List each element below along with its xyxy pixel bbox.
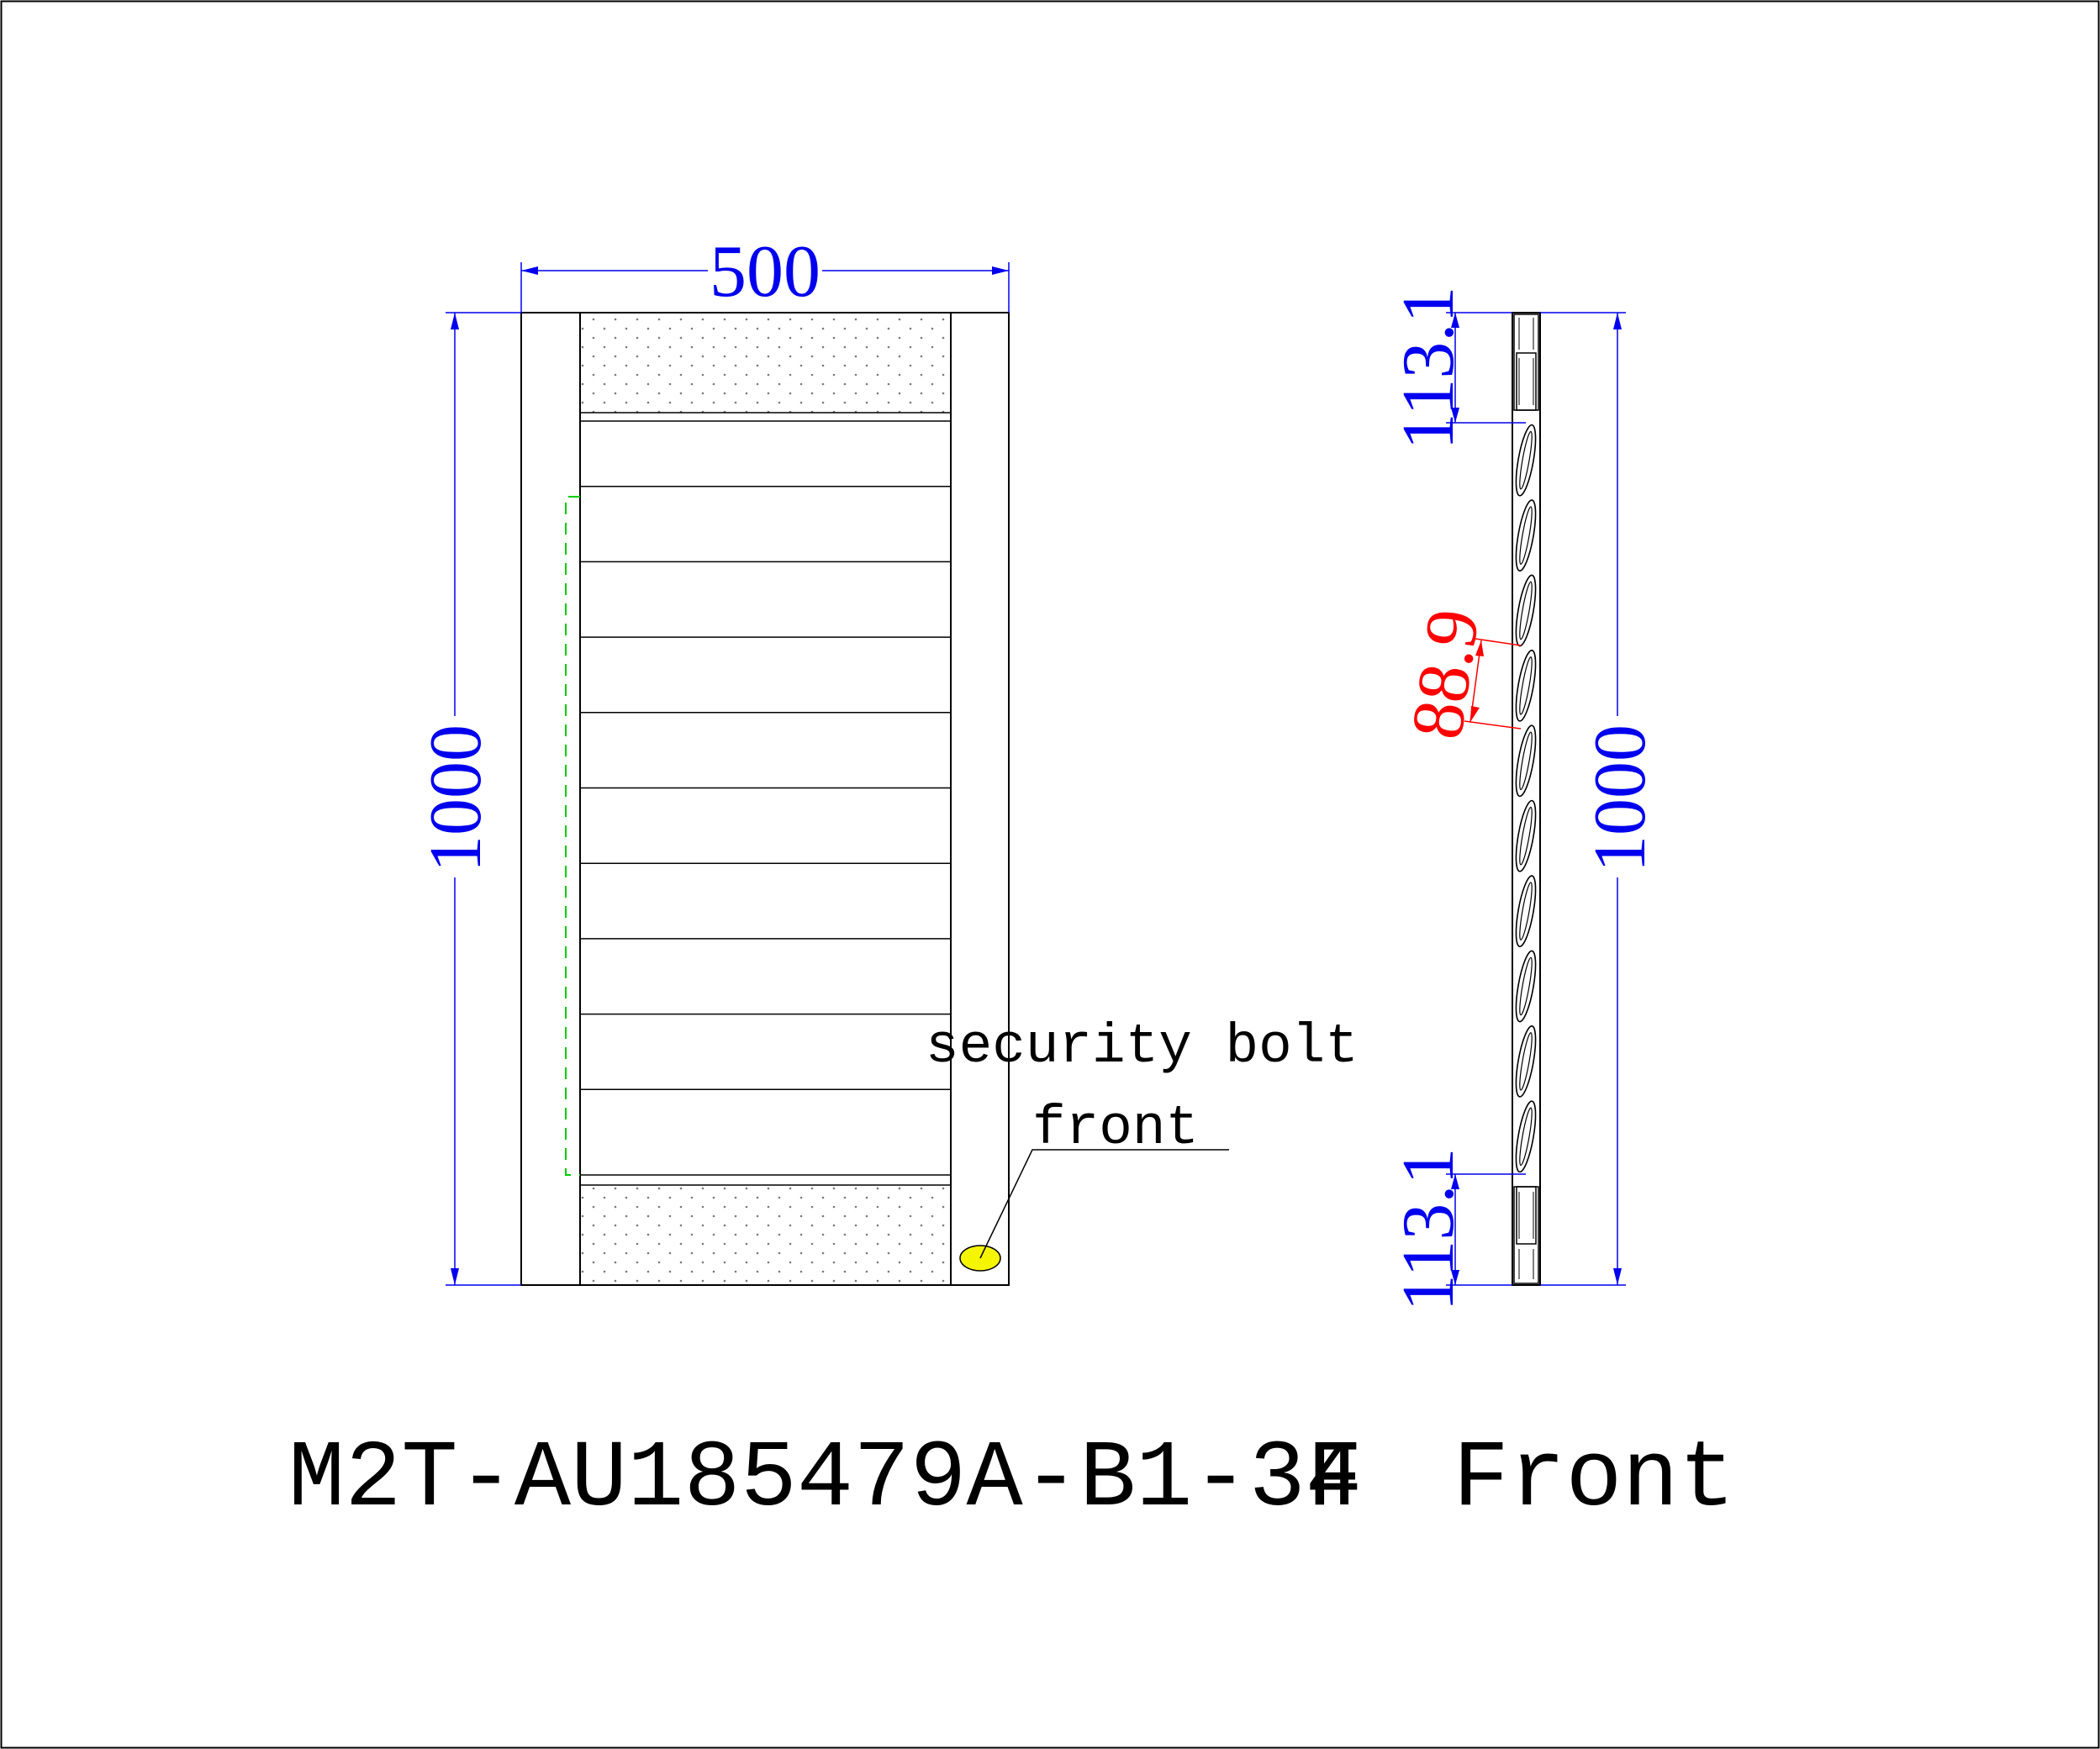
blade-section-inner (1519, 1107, 1533, 1167)
blade-section-inner (1519, 430, 1533, 490)
security-bolt-note-line1: security bolt (926, 1015, 1359, 1078)
blade-section-inner (1519, 882, 1533, 940)
front-view: security bolt front 500 1000 (415, 231, 1359, 1286)
front-height-dimension: 1000 (415, 312, 521, 1286)
side-view: 113.1 113.1 1000 88.9 (1388, 287, 1661, 1312)
blade-section-inner (1519, 731, 1533, 791)
top-rail-panel (579, 312, 952, 414)
front-width-dimension-label: 500 (710, 231, 820, 313)
side-frame-outline (1512, 312, 1541, 1286)
side-height-dimension: 1000 (1540, 312, 1661, 1286)
blade-section-inner (1519, 806, 1533, 866)
side-bottom-rail-section (1513, 1186, 1539, 1284)
blade-section (1515, 950, 1537, 1023)
blade-section (1515, 1025, 1537, 1098)
security-bolt-leader-line (979, 1149, 1229, 1259)
blade-section-inner (1519, 506, 1533, 565)
blade-pitch-dimension-label: 88.9 (1396, 604, 1495, 744)
blade-section-inner (1519, 656, 1533, 715)
part-number: M2T-AU185479A-B1-34 (288, 1426, 1362, 1533)
blade-pitch-dimension: 88.9 (1396, 604, 1522, 744)
side-top-rail-section (1513, 313, 1539, 411)
louver-slats (580, 485, 951, 1091)
side-bottom-dimension: 113.1 (1388, 1148, 1526, 1312)
security-bolt-hidden-line (565, 496, 580, 1176)
security-bolt-note-line2: front (1032, 1097, 1199, 1160)
drawing-title: M2T-AU185479A-B1-34 F Front (288, 1426, 1735, 1533)
blade-section (1515, 499, 1537, 572)
blade-section (1515, 799, 1537, 872)
view-name: Front (1453, 1426, 1735, 1533)
louver-blade-sections (1515, 424, 1537, 1173)
side-top-dimension-label: 113.1 (1388, 287, 1469, 450)
bottom-rail-panel (579, 1184, 952, 1286)
blade-section (1515, 574, 1537, 647)
blade-section (1515, 875, 1537, 947)
revision-letter: F (1306, 1426, 1363, 1533)
blade-section-inner (1519, 1032, 1533, 1091)
door-outer-frame (520, 312, 1010, 1286)
front-width-dimension: 500 (520, 231, 1010, 313)
blade-section (1515, 724, 1537, 798)
blade-section (1515, 1100, 1537, 1173)
blade-section (1515, 424, 1537, 497)
blade-section-inner (1519, 581, 1533, 640)
blade-section (1515, 650, 1537, 722)
blade-section-inner (1519, 956, 1533, 1016)
side-bottom-dimension-label: 113.1 (1388, 1148, 1469, 1312)
side-height-dimension-label: 1000 (1580, 724, 1661, 872)
side-top-dimension: 113.1 (1388, 287, 1526, 450)
front-height-dimension-label: 1000 (415, 724, 497, 872)
